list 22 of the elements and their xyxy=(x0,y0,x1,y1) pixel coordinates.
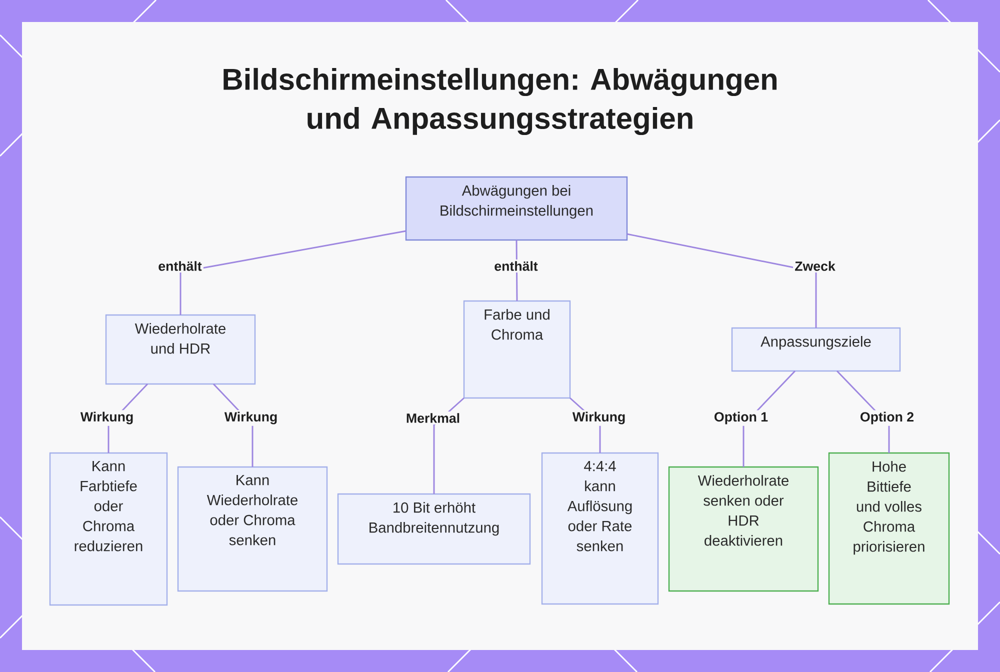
edge-label: enthält xyxy=(156,260,204,272)
concept-box: Anpassungsziele xyxy=(731,327,901,372)
edge-label: Wirkung xyxy=(570,410,628,426)
edge-label: Wirkung xyxy=(222,410,280,426)
concept-box: 10 Bit erhöht Bandbreitennutzung xyxy=(337,493,531,565)
edge-label: Wirkung xyxy=(78,410,136,426)
topic-box: Abwägungen bei Bildschirmeinstellungen xyxy=(405,176,628,241)
connector-line xyxy=(626,233,817,328)
concept-box: 4:4:4 kann Auflösung oder Rate senken xyxy=(541,452,659,605)
option-box: Wiederholrate senken oder HDR deaktivieren xyxy=(668,466,819,592)
option-box: Hohe Bittiefe und volles Chroma priorisieren xyxy=(828,452,950,605)
concept-box: Farbe und Chroma xyxy=(463,300,571,399)
title: Bildschirmeinstellungen: Abwägungen und Anpassungsstrategien xyxy=(224,68,777,136)
concept-box: Wiederholrate und HDR xyxy=(105,314,256,385)
concept-box: Kann Farbtiefe oder Chroma reduzieren xyxy=(49,452,168,606)
connector-line xyxy=(180,230,406,315)
edge-label: Option 2 xyxy=(858,410,916,426)
concept-box: Kann Wiederholrate oder Chroma senken xyxy=(177,466,328,592)
edge-label: Merkmal xyxy=(404,412,462,424)
edge-label: Option 1 xyxy=(712,410,770,426)
edge-label: enthält xyxy=(492,260,540,272)
edge-label: Zweck xyxy=(793,260,837,272)
